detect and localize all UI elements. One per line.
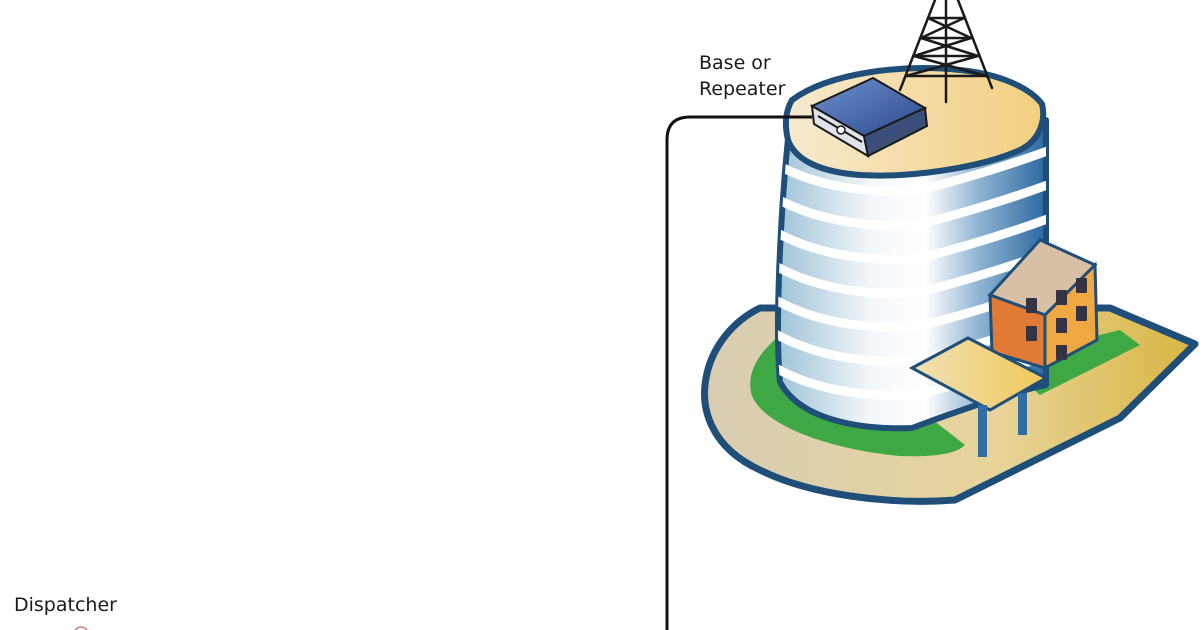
base-or-repeater-label-line1: Base or [699, 52, 771, 74]
base-or-repeater-label-line2: Repeater [699, 78, 786, 100]
dispatcher-console-icon [74, 626, 88, 630]
annex-building-icon [987, 238, 1099, 371]
base-station-radio-icon [809, 76, 929, 159]
lattice-antenna-tower-icon [898, 0, 994, 104]
dispatcher-label: Dispatcher [14, 594, 117, 616]
connection-line [665, 115, 812, 630]
entrance-canopy-icon [908, 336, 1050, 457]
